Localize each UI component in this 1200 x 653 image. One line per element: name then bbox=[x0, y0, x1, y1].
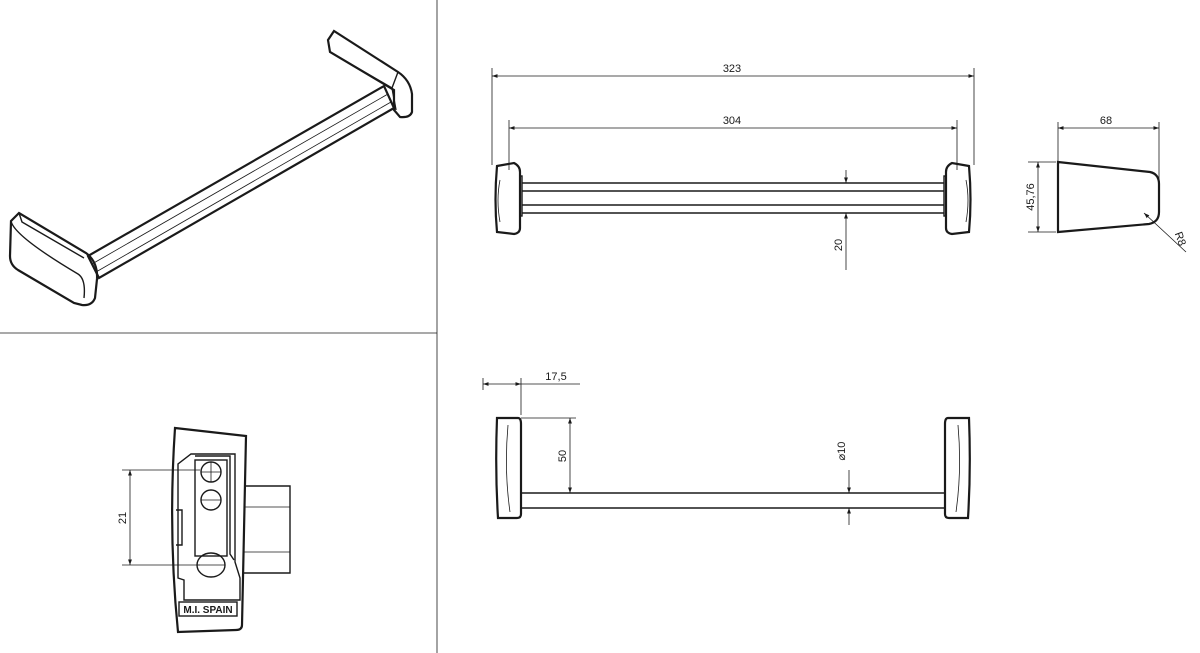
top-view bbox=[482, 378, 971, 525]
detail-view bbox=[122, 426, 291, 634]
side-view bbox=[1028, 122, 1187, 253]
isometric-view bbox=[8, 29, 414, 307]
dim-bar-diameter: ⌀10 bbox=[836, 442, 848, 461]
dim-corner-radius: R8 bbox=[1172, 230, 1188, 247]
front-view bbox=[491, 68, 975, 270]
dim-mount-spacing: 21 bbox=[117, 512, 129, 524]
dimension-labels: 323 304 20 68 45,76 R8 17,5 50 ⌀10 21 M.… bbox=[117, 63, 1188, 616]
panel-dividers bbox=[0, 0, 438, 653]
dim-inner-length: 304 bbox=[723, 115, 741, 127]
marking-text: M.I. SPAIN bbox=[183, 605, 232, 616]
dim-bracket-height: 45,76 bbox=[1025, 183, 1037, 211]
dim-overall-length: 323 bbox=[723, 63, 741, 75]
dim-bar-offset: 20 bbox=[833, 239, 845, 251]
dim-bracket-depth: 68 bbox=[1100, 115, 1112, 127]
dim-bar-height: 50 bbox=[557, 450, 569, 462]
dim-bracket-thickness: 17,5 bbox=[545, 371, 566, 383]
